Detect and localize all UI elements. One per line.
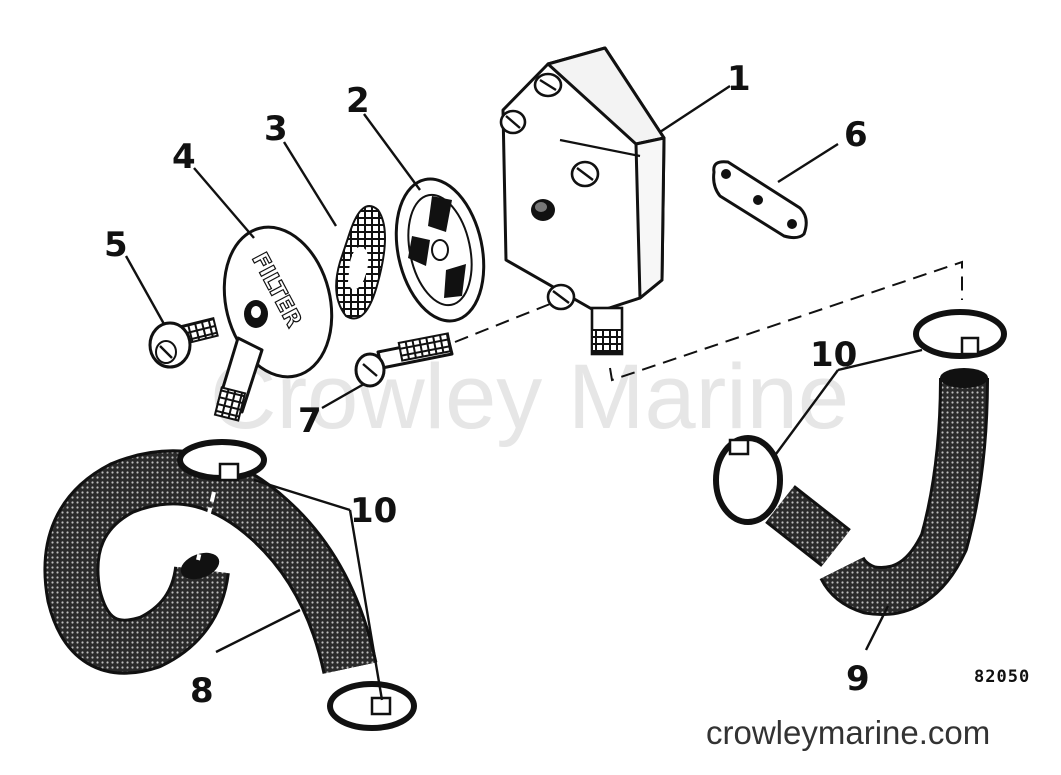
hose-clamp-top-left [177, 439, 267, 482]
fuel-pump-body [499, 46, 666, 356]
leader-lines [124, 84, 923, 701]
callout-10-left: 10 [350, 491, 397, 531]
callout-5: 5 [104, 225, 128, 265]
filter-screen [335, 205, 386, 320]
filter-cover: FILTER [213, 225, 334, 422]
callout-7: 7 [298, 401, 322, 441]
hose-clamp-top-right [913, 309, 1007, 359]
callout-4: 4 [172, 137, 196, 177]
thumb-screw [148, 316, 219, 369]
footer-url: crowleymarine.com [706, 714, 990, 751]
fuel-hose-long [43, 449, 378, 675]
hose-clamp-mid-right [713, 435, 783, 525]
callout-9: 9 [846, 659, 870, 699]
filter-cover-fitting-icon [213, 386, 247, 422]
pump-gasket [712, 160, 808, 240]
callout-8: 8 [190, 671, 214, 711]
callout-6: 6 [844, 115, 868, 155]
fuel-hose-bent [765, 368, 989, 616]
drawing-number: 82050 [974, 667, 1030, 687]
callout-3: 3 [264, 109, 288, 149]
callout-1: 1 [727, 59, 751, 99]
long-screw [354, 332, 454, 388]
callout-2: 2 [346, 81, 370, 121]
assembly-guide-lines [454, 260, 963, 382]
callout-10-right: 10 [810, 335, 857, 375]
hose-clamp-bottom-left [327, 681, 417, 731]
filter-plate [394, 177, 486, 323]
